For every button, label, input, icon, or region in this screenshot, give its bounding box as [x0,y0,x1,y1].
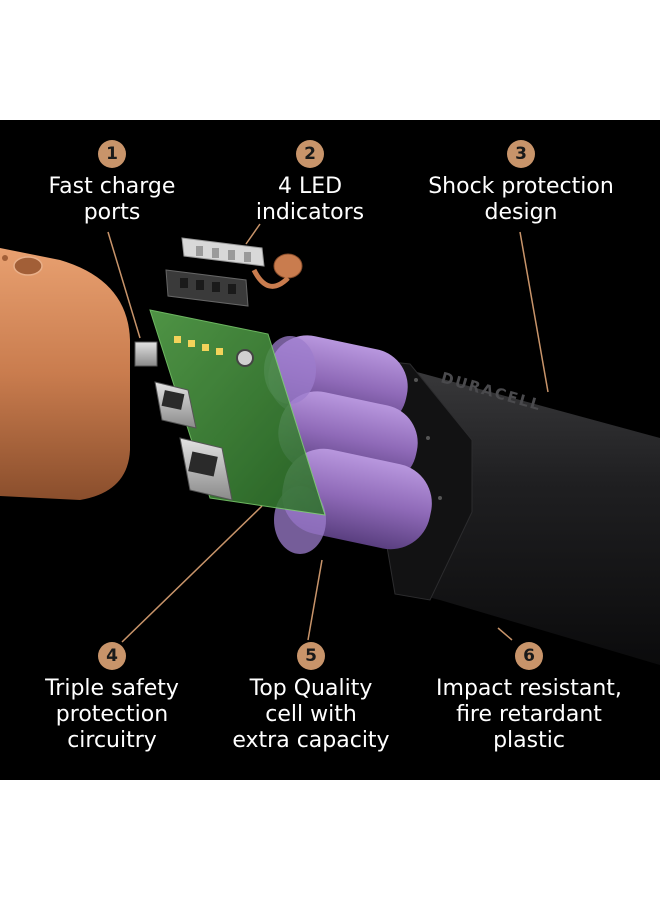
product-feature-panel: DURACELL [0,120,660,780]
callout-fast-charge-ports: 1 Fast charge ports [22,140,202,226]
callout-impact-resistant: 6 Impact resistant, fire retardant plast… [426,642,632,754]
callout-label: Fast charge ports [48,174,176,225]
callout-label: Impact resistant, fire retardant plastic [436,676,622,753]
power-bank-exploded-illustration: DURACELL [0,223,660,665]
led-light-guide [165,237,303,307]
callout-number-badge: 1 [98,140,126,168]
callout-number-badge: 2 [296,140,324,168]
callout-label: Top Quality cell with extra capacity [232,676,390,753]
circuit-board [149,309,326,516]
leader-lines [107,223,549,643]
callout-number-badge: 4 [98,642,126,670]
callout-label: Shock protection design [428,174,614,225]
callout-shock-protection: 3 Shock protection design [416,140,626,226]
callout-top-quality-cell: 5 Top Quality cell with extra capacity [216,642,406,754]
callout-led-indicators: 2 4 LED indicators [220,140,400,226]
copper-end-cap [0,248,130,500]
callout-number-badge: 6 [515,642,543,670]
callout-number-badge: 5 [297,642,325,670]
usb-ports [134,341,233,501]
callout-label: 4 LED indicators [255,174,365,225]
callout-triple-safety: 4 Triple safety protection circuitry [22,642,202,754]
callout-number-badge: 3 [507,140,535,168]
callout-label: Triple safety protection circuitry [45,676,179,753]
